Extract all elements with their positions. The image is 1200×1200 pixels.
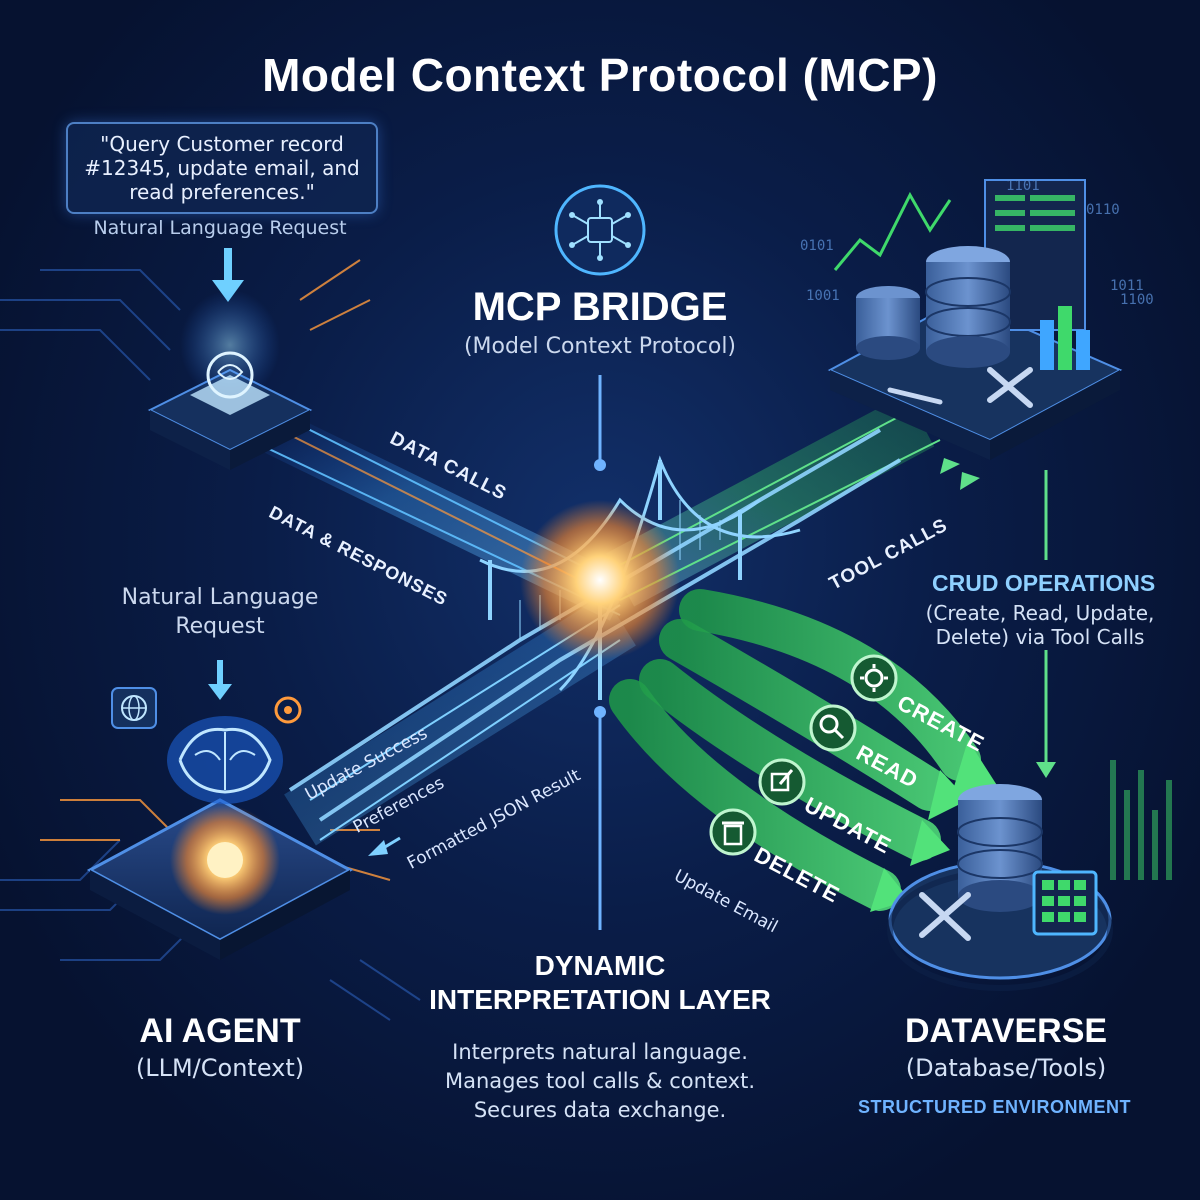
dataverse-platform [887, 760, 1172, 991]
bridge-title: MCP BRIDGE [472, 285, 728, 329]
quote-line-1: "Query Customer record [100, 132, 344, 156]
mcp-network-icon [554, 184, 646, 276]
layer-title-1: DYNAMIC [534, 950, 666, 981]
page-title: Model Context Protocol (MCP) [262, 49, 938, 101]
top-chip [147, 290, 313, 470]
coin-icon [274, 696, 302, 724]
crud-arrows [609, 589, 981, 911]
binary-text-4: 0101 [800, 238, 834, 254]
crud-sub-1: (Create, Read, Update, [925, 601, 1155, 625]
line-chart-icon [833, 191, 952, 271]
binary-text-0: 1101 [1006, 178, 1040, 194]
agent-title: AI AGENT [139, 1012, 301, 1050]
pen-icon [887, 387, 943, 405]
bridge-core-glow [520, 500, 680, 660]
agent-request-line-1: Natural Language [121, 585, 319, 610]
agent-chip [86, 716, 354, 960]
crud-heading: CRUD OPERATIONS [932, 570, 1156, 596]
layer-desc-1: Interprets natural language. [452, 1040, 748, 1064]
dataverse-subtitle: (Database/Tools) [905, 1054, 1107, 1082]
quote-line-2: #12345, update email, and [84, 156, 360, 180]
quote-line-3: read preferences." [129, 180, 315, 204]
dataverse-title: DATAVERSE [904, 1012, 1108, 1050]
dataverse-grid-icon [1032, 870, 1098, 936]
layer-title-2: INTERPRETATION LAYER [429, 984, 771, 1015]
bridge-subtitle: (Model Context Protocol) [463, 334, 737, 359]
trash-icon [709, 808, 757, 856]
binary-text-3: 1100 [1120, 292, 1154, 308]
wrench-icon [987, 367, 1033, 408]
gear-icon [850, 654, 898, 702]
crud-icons [709, 654, 898, 856]
equalizer-bars [1110, 760, 1172, 880]
agent-request-line-2: Request [175, 614, 265, 639]
search-icon [809, 704, 857, 752]
agent-subtitle: (LLM/Context) [135, 1054, 305, 1082]
circuit-lines [0, 269, 421, 1021]
dataverse-tagline: STRUCTURED ENVIRONMENT [858, 1097, 1132, 1117]
bar-chart-icon [1040, 306, 1090, 370]
edit-icon [758, 758, 806, 806]
binary-text-2: 1011 [1110, 278, 1144, 294]
globe-icon [111, 687, 157, 729]
request-quote-box: "Query Customer record #12345, update em… [66, 122, 378, 214]
crud-sub-2: Delete) via Tool Calls [935, 625, 1145, 649]
dataverse-wrench-icon [919, 892, 971, 941]
binary-text-5: 1001 [806, 288, 840, 304]
binary-text-1: 0110 [1086, 202, 1120, 218]
response-stream [284, 594, 636, 856]
top-right-database-platform [827, 179, 1123, 460]
request-arrow-agent [208, 660, 232, 700]
layer-desc-3: Secures data exchange. [473, 1098, 727, 1122]
request-caption: Natural Language Request [93, 217, 347, 239]
layer-desc-2: Manages tool calls & context. [444, 1069, 756, 1093]
binary-decoration: 1101 0110 1011 1100 0101 1001 [800, 178, 1154, 308]
